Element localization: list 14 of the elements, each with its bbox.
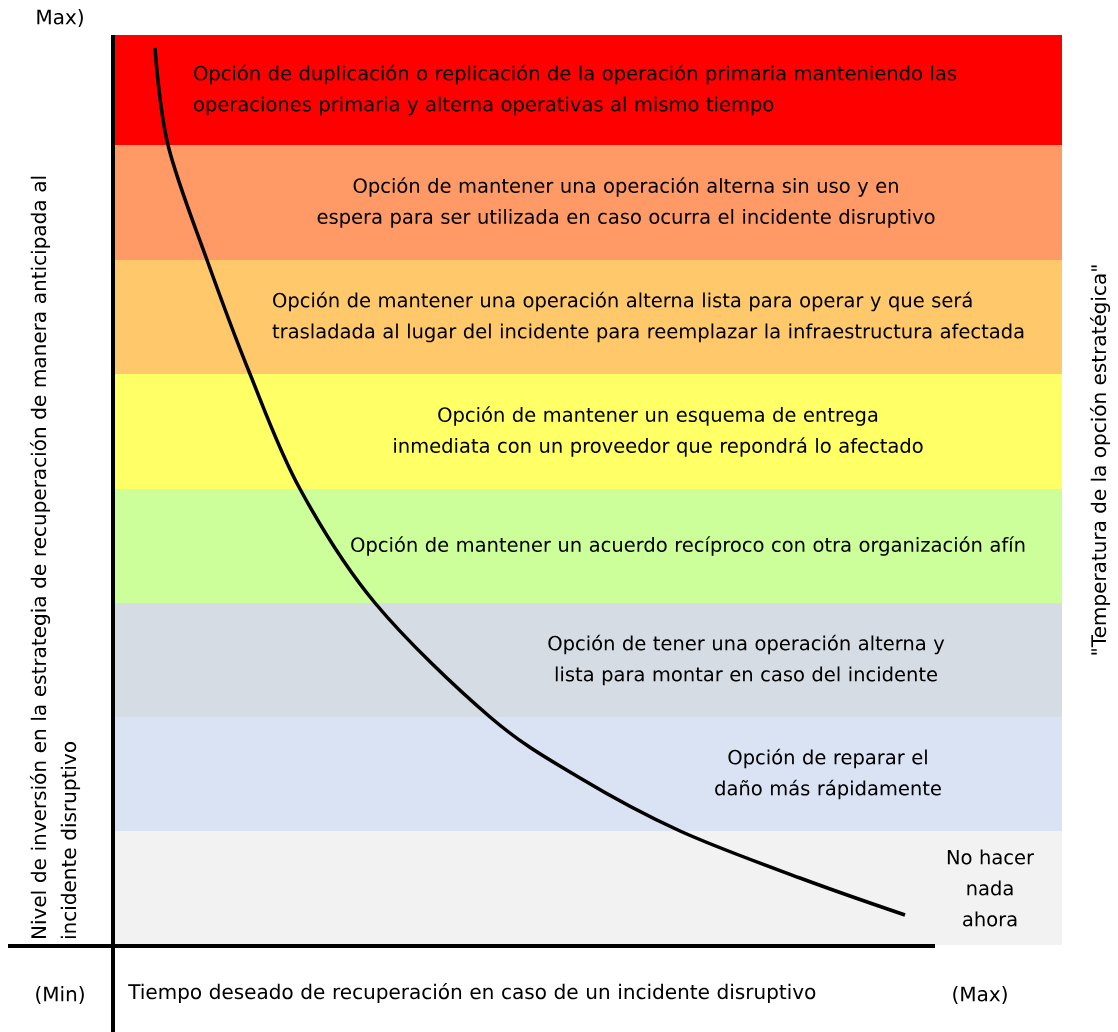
band: Opción de mantener una operación alterna lista para operar y que será trasladada al lugar del incidente para reemplazar la infraestructura afectada xyxy=(113,260,1062,374)
band: No hacer nada ahora xyxy=(113,831,1062,945)
axis-label: (Min) xyxy=(36,986,84,1004)
band: Opción de reparar el daño más rápidamente xyxy=(113,717,1062,831)
axis-title: Tiempo deseado de recuperación en caso de un incidente disruptivo xyxy=(128,982,816,1004)
band: Opción de tener una operación alterna y lista para montar en caso del incidente xyxy=(113,603,1062,717)
band: Opción de mantener un esquema de entrega inmediata con un proveedor que repondrá lo afectado xyxy=(113,374,1062,489)
band: Opción de mantener una operación alterna sin uso y en espera para ser utilizada en caso ocurra el incidente disruptivo xyxy=(113,145,1062,260)
axis-title: Nivel de inversión en la estrategia de recuperación de manera anticipada al incidente disruptivo xyxy=(29,176,81,939)
band: Opción de mantener un acuerdo recíproco con otra organización afín xyxy=(113,489,1062,603)
band: Opción de duplicación o replicación de la operación primaria manteniendo las operaciones primaria y alterna operativas al mismo tiempo xyxy=(113,35,1062,145)
axis-label: (Max) xyxy=(953,986,1007,1004)
axis-title: "Temperatura de la opción estratégica" xyxy=(1089,265,1111,655)
axis-label: Max) xyxy=(37,9,83,27)
